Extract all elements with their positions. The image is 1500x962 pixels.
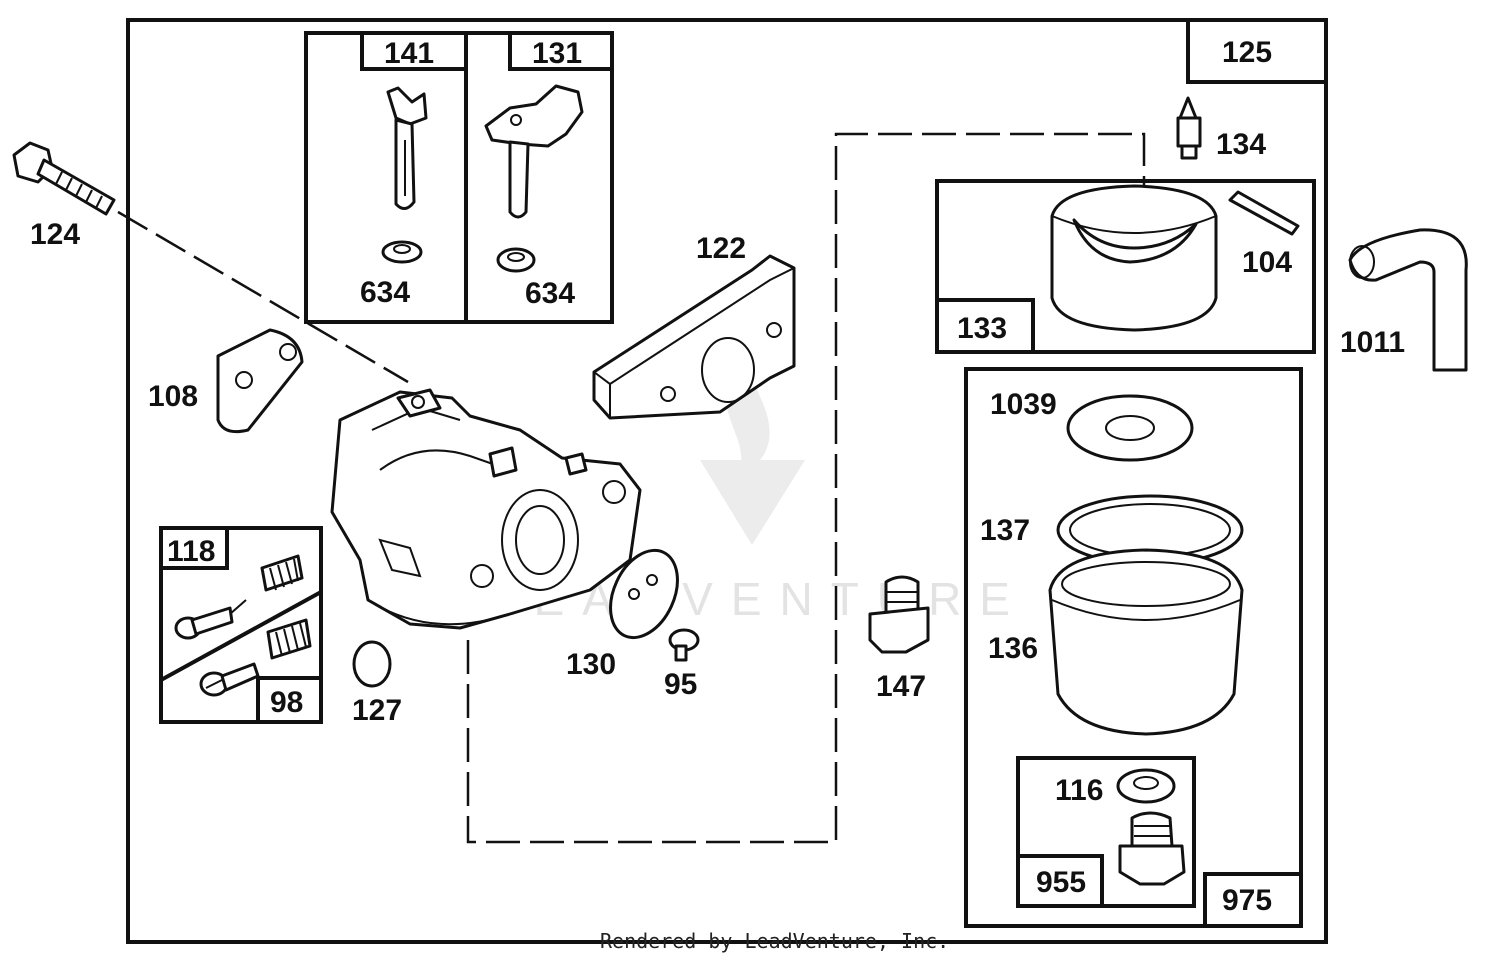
leader-line-124 [117, 210, 409, 384]
kit-box-975: 975 1039 137 136 955 [964, 367, 1303, 928]
welch-plug-127-icon [352, 640, 392, 688]
washer-634-right-icon [496, 247, 536, 273]
part-label-147: 147 [876, 670, 926, 703]
kit-box-118-98: 118 98 [159, 526, 323, 724]
box-label-98: 98 [270, 686, 303, 719]
throttle-shaft-icon [386, 86, 428, 210]
footer-credit: Rendered by LeadVenture, Inc. [600, 929, 949, 953]
bowl-nut-icon [1118, 811, 1186, 886]
mixture-screw-icon [174, 599, 247, 640]
bowl-gasket-1039-icon [1066, 394, 1194, 462]
part-label-95: 95 [664, 668, 697, 701]
box-label-125: 125 [1222, 36, 1272, 69]
fitting-147-icon [868, 575, 930, 654]
box-label-955: 955 [1036, 866, 1086, 899]
choke-shaft-icon [484, 84, 584, 219]
leader-line-bowl [466, 132, 1146, 844]
part-label-634-left: 634 [360, 276, 410, 309]
washer-634-left-icon [381, 240, 423, 264]
box-label-133: 133 [957, 312, 1007, 345]
kit-box-133: 133 104 [935, 179, 1316, 354]
inlet-needle-134-icon [1176, 96, 1202, 160]
idle-screw-icon [199, 662, 260, 697]
part-label-134: 134 [1216, 128, 1266, 161]
box-label-975: 975 [1222, 884, 1272, 917]
fuel-line-1011-icon [1348, 228, 1468, 372]
part-label-137: 137 [980, 514, 1030, 547]
float-icon [1050, 184, 1218, 332]
screw-95-icon [668, 628, 700, 662]
carburetor-body-icon [330, 388, 642, 630]
box-label-131: 131 [532, 37, 582, 70]
float-bowl-136-icon [1048, 548, 1244, 736]
gasket-122-icon [592, 254, 796, 420]
box-label-141: 141 [384, 37, 434, 70]
choke-plate-108-icon [216, 328, 304, 434]
float-pin-104-icon [1228, 190, 1300, 236]
kit-box-141-131: 141 131 634 634 [304, 31, 614, 324]
part-label-136: 136 [988, 632, 1038, 665]
part-label-127: 127 [352, 694, 402, 727]
part-label-122: 122 [696, 232, 746, 265]
washer-116-icon [1116, 768, 1176, 804]
part-label-634-right: 634 [525, 277, 575, 310]
kit-box-955: 955 116 [1016, 756, 1196, 908]
spring-top-icon [260, 554, 304, 592]
bolt-124-icon [12, 141, 116, 216]
outer-frame [126, 18, 1328, 944]
box-label-118: 118 [167, 535, 215, 568]
part-label-108: 108 [148, 380, 198, 413]
throttle-plate-130-icon [609, 548, 679, 640]
part-label-116: 116 [1055, 774, 1103, 807]
spring-bottom-icon [266, 618, 312, 660]
part-label-124: 124 [30, 218, 80, 251]
kit-box-125: 125 [1186, 20, 1326, 84]
part-label-104: 104 [1242, 246, 1292, 279]
part-label-1039: 1039 [990, 388, 1057, 421]
part-label-1011: 1011 [1340, 326, 1405, 359]
part-label-130: 130 [566, 648, 616, 681]
